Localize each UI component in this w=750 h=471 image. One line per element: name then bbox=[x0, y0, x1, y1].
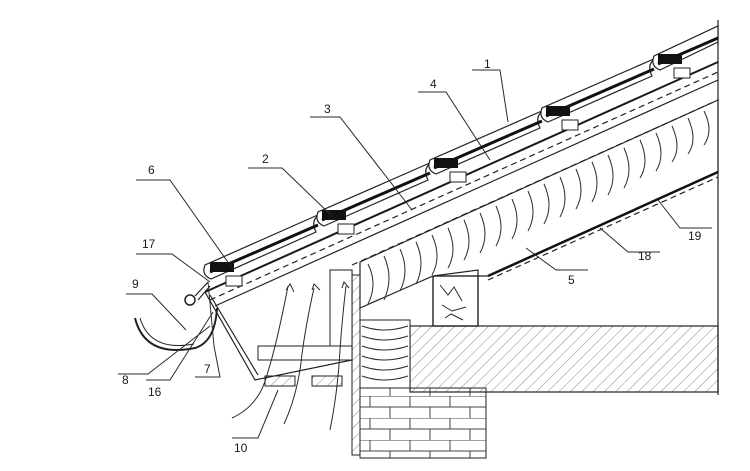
callout-1: 1 bbox=[484, 57, 491, 71]
wall-plate bbox=[432, 275, 479, 327]
callout-7: 7 bbox=[204, 362, 211, 376]
eave-soffit bbox=[204, 269, 353, 387]
callout-4: 4 bbox=[430, 77, 437, 91]
callout-6: 6 bbox=[148, 163, 155, 177]
roof-tiles bbox=[203, 25, 719, 287]
gutter bbox=[134, 281, 218, 351]
callout-19: 19 bbox=[688, 229, 702, 243]
wall-insulation bbox=[359, 319, 411, 389]
leader-lines bbox=[118, 69, 712, 439]
callout-8: 8 bbox=[122, 373, 129, 387]
ventilation-arrows bbox=[231, 280, 350, 431]
callout-17: 17 bbox=[142, 237, 156, 251]
callout-9: 9 bbox=[132, 277, 139, 291]
callout-labels: 1 2 3 4 5 6 7 8 9 10 16 17 18 19 bbox=[122, 57, 702, 455]
brick-wall bbox=[351, 274, 487, 459]
callout-5: 5 bbox=[568, 273, 575, 287]
roof-insulation bbox=[359, 99, 719, 309]
callout-10: 10 bbox=[234, 441, 248, 455]
callout-18: 18 bbox=[638, 249, 652, 263]
callout-2: 2 bbox=[262, 152, 269, 166]
callout-16: 16 bbox=[148, 385, 162, 399]
callout-3: 3 bbox=[324, 102, 331, 116]
ceiling-slab bbox=[409, 20, 719, 395]
